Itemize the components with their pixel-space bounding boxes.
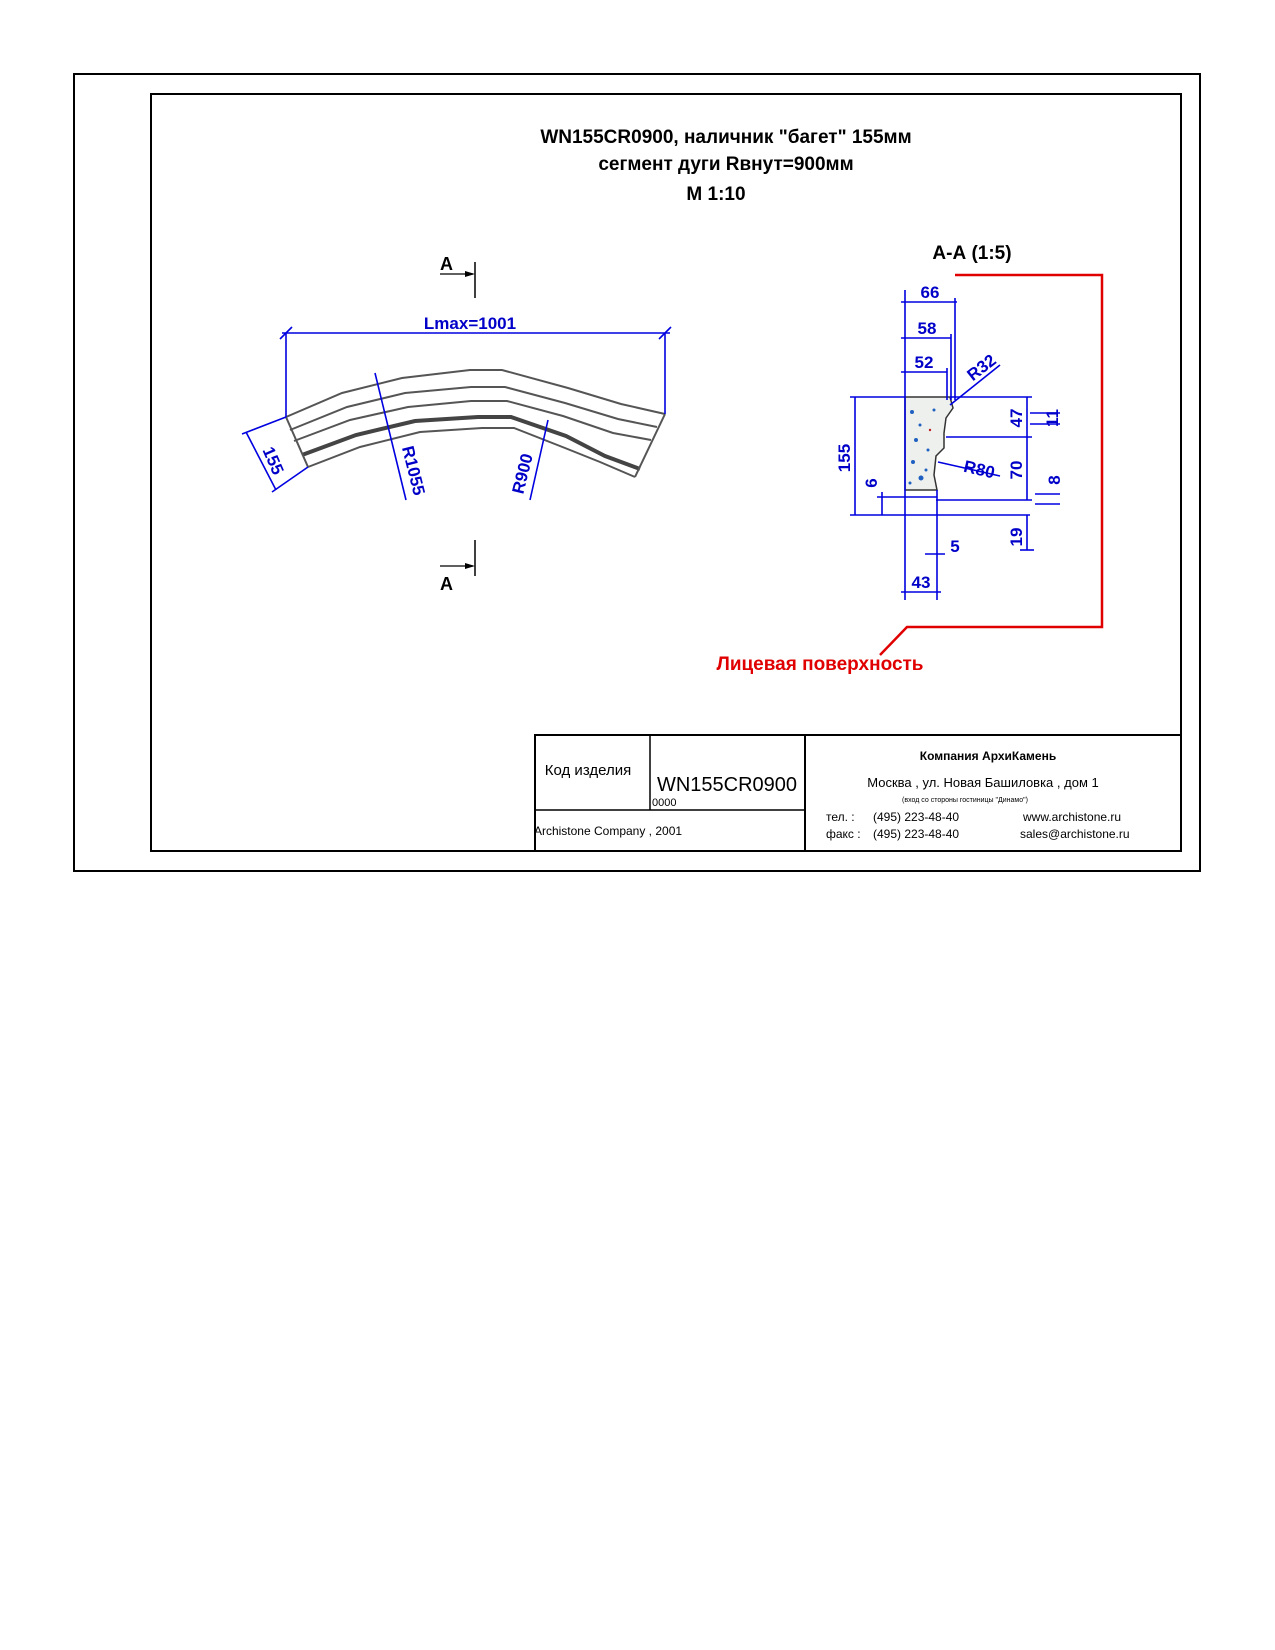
tel-label: тел. :	[826, 810, 855, 824]
section-title: А-А (1:5)	[932, 243, 1011, 264]
section-dimensions: 66 58 52 R32 155 47 11 R80 70 6 8 1	[835, 283, 1064, 600]
dim-6: 6	[862, 478, 881, 487]
drawing-scale: М 1:10	[686, 184, 745, 205]
dim-8: 8	[1045, 475, 1064, 484]
fax-value: (495) 223-48-40	[873, 827, 959, 841]
company-address: Москва , ул. Новая Башиловка , дом 1	[867, 775, 1098, 790]
face-surface-label: Лицевая поверхность	[716, 654, 923, 675]
dim-43: 43	[912, 573, 931, 592]
dim-19: 19	[1007, 528, 1026, 547]
address-note: (вход со стороны гостиницы "Динамо")	[902, 797, 1028, 804]
copyright: Archistone Company , 2001	[534, 824, 682, 838]
email-link[interactable]: sales@archistone.ru	[1020, 827, 1130, 841]
dim-52: 52	[915, 353, 934, 372]
company-name: Компания АрхиКамень	[920, 749, 1056, 763]
dim-plan-width: 155	[259, 444, 288, 478]
svg-text:А: А	[440, 254, 453, 274]
drawing-title-line2: сегмент дуги Rвнут=900мм	[598, 154, 853, 175]
section-marker-bottom: А	[440, 540, 476, 594]
dim-r80: R80	[962, 457, 997, 483]
drawing-title-line1: WN155CR0900, наличник "багет" 155мм	[540, 127, 911, 148]
website-link[interactable]: www.archistone.ru	[1022, 810, 1121, 824]
arc-segment-plan	[285, 369, 666, 478]
section-profile	[904, 396, 954, 491]
code-label: Код изделия	[545, 762, 631, 779]
tel-value: (495) 223-48-40	[873, 810, 959, 824]
section-marker-top: А	[440, 254, 476, 298]
code-value: WN155CR0900	[657, 774, 797, 796]
outer-frame	[73, 73, 1201, 872]
dim-66: 66	[921, 283, 940, 302]
dim-5: 5	[950, 537, 959, 556]
plan-dimensions: Lmax=1001 155 R1055 R900	[241, 314, 672, 501]
face-surface-marker: Лицевая поверхность	[716, 273, 1104, 675]
svg-text:А: А	[440, 574, 453, 594]
dim-11: 11	[1043, 409, 1062, 427]
dim-47: 47	[1007, 409, 1026, 428]
code-sub: 0000	[652, 797, 676, 809]
dim-lmax: Lmax=1001	[424, 314, 516, 333]
dim-155: 155	[835, 444, 854, 472]
dim-70: 70	[1007, 461, 1026, 480]
dim-58: 58	[918, 319, 937, 338]
fax-label: факс :	[826, 827, 861, 841]
title-block: Код изделия WN155CR0900 0000 Archistone …	[534, 734, 1182, 852]
dim-r32: R32	[963, 351, 999, 385]
